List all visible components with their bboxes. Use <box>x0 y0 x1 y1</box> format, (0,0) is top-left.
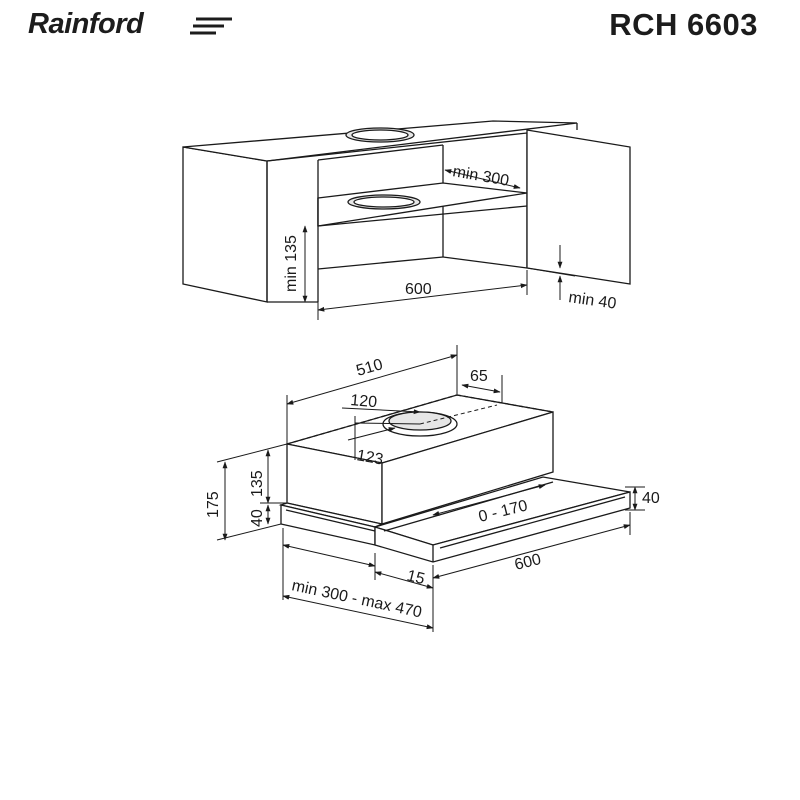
hood-dim-40-left: 40 <box>249 509 266 527</box>
cabinet-dimension-lines <box>302 169 576 320</box>
hood-dim-600: 600 <box>513 551 543 574</box>
brand-logo: Rainford <box>28 8 144 40</box>
cabinet-dim-min135: min 135 <box>283 235 300 292</box>
wall-cabinet-drawing <box>182 120 631 303</box>
hood-dim-510: 510 <box>354 356 384 380</box>
cabinet-dim-min40: min 40 <box>567 289 617 313</box>
hood-dim-40-right: 40 <box>642 490 660 507</box>
hood-dim-120: 120 <box>350 392 378 411</box>
hood-dim-15: 15 <box>405 567 426 588</box>
hood-dim-min300-max470: min 300 - max 470 <box>290 577 423 621</box>
model-number: RCH 6603 <box>609 7 758 42</box>
hood-dim-65: 65 <box>470 368 488 385</box>
brand-speed-lines-icon <box>190 17 232 35</box>
hood-dim-175: 175 <box>205 491 222 518</box>
hood-dim-123: 123 <box>355 447 384 468</box>
hood-dim-135: 135 <box>249 470 266 497</box>
cooker-hood-drawing <box>278 394 631 563</box>
hood-dimension-lines <box>216 345 645 632</box>
cabinet-dim-600: 600 <box>405 281 432 298</box>
